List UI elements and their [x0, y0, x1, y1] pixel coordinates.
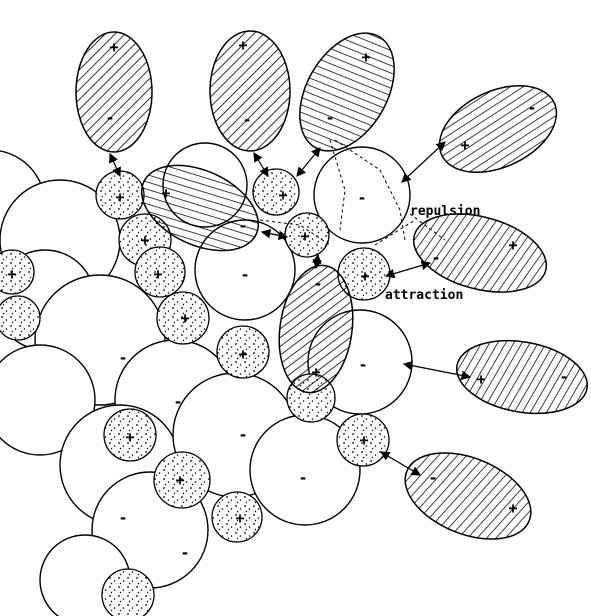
svg-text:+: +	[175, 471, 184, 489]
svg-text:+: +	[311, 363, 320, 381]
svg-text:+: +	[360, 267, 369, 285]
svg-text:-: -	[313, 275, 322, 293]
svg-text:-: -	[180, 544, 189, 562]
svg-text:+: +	[238, 36, 247, 54]
attraction-label: attraction	[385, 288, 463, 303]
svg-text:+: +	[300, 227, 309, 245]
svg-text:+: +	[476, 370, 485, 388]
svg-text:+: +	[359, 431, 368, 449]
svg-text:+: +	[508, 236, 517, 254]
svg-text:-: -	[118, 349, 127, 367]
dipole-3	[280, 17, 413, 168]
svg-text:-: -	[431, 249, 440, 267]
svg-text:+: +	[109, 38, 118, 56]
svg-text:-: -	[357, 189, 366, 207]
repulsion-label: repulsion	[410, 204, 480, 219]
svg-text:-: -	[105, 109, 114, 127]
svg-text:+: +	[7, 265, 16, 283]
svg-text:-: -	[298, 469, 307, 487]
svg-text:+: +	[115, 188, 124, 206]
svg-text:+: +	[235, 509, 244, 527]
svg-text:+: +	[161, 184, 170, 202]
dipole-2	[210, 31, 290, 151]
svg-text:+: +	[180, 309, 189, 327]
svg-text:-: -	[238, 217, 247, 235]
svg-text:-: -	[325, 109, 334, 127]
svg-text:+: +	[153, 265, 162, 283]
svg-text:+: +	[238, 345, 247, 363]
dipole-4	[426, 68, 571, 189]
svg-text:-: -	[242, 111, 251, 129]
svg-text:-: -	[559, 368, 568, 386]
svg-text:-: -	[238, 426, 247, 444]
svg-text:+: +	[460, 136, 469, 154]
dipole-9	[393, 436, 544, 556]
svg-text:-: -	[118, 509, 127, 527]
dipole-8	[451, 331, 591, 423]
svg-text:-: -	[240, 266, 249, 284]
svg-text:+: +	[361, 48, 370, 66]
svg-text:-: -	[173, 393, 182, 411]
svg-text:-: -	[358, 356, 367, 374]
svg-text:+: +	[140, 231, 149, 249]
svg-text:+: +	[508, 499, 517, 517]
svg-text:+: +	[125, 428, 134, 446]
svg-text:+: +	[278, 186, 287, 204]
svg-text:-: -	[527, 99, 536, 117]
svg-text:-: -	[428, 469, 437, 487]
